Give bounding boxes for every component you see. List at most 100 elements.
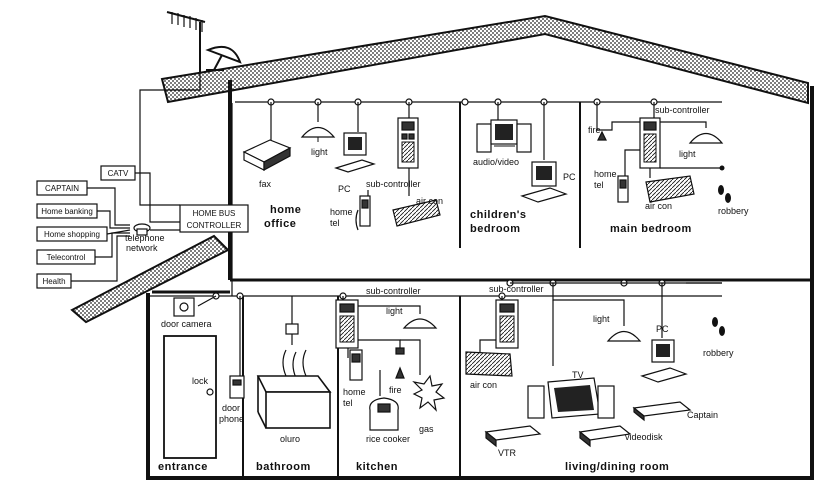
pc-label: PC	[338, 184, 351, 194]
telephone-network-label-1: telephone	[125, 233, 165, 243]
sub-controller-label: sub-controller	[366, 179, 421, 189]
svg-text:Telecontrol: Telecontrol	[47, 253, 86, 262]
external-wiring	[71, 172, 180, 282]
videodisk-label: videodisk	[625, 432, 663, 442]
home-tel-icon	[355, 190, 371, 231]
sub-controller-icon	[495, 296, 519, 349]
health-box: Health	[36, 273, 72, 289]
air-con-icon	[645, 168, 695, 203]
home-tel-icon	[347, 348, 363, 381]
light-icon	[552, 283, 642, 342]
entrance-label: entrance	[158, 461, 208, 473]
home-tel-icon	[617, 149, 640, 203]
eave	[70, 234, 230, 324]
air-con-label-3: air con	[470, 380, 497, 390]
kitchen-wiring	[358, 339, 421, 375]
house-walls	[146, 80, 814, 480]
svg-text:CONTROLLER: CONTROLLER	[187, 221, 242, 230]
pc-icon	[334, 102, 376, 173]
home-office-label-1: home	[270, 204, 301, 216]
air-con-icon	[465, 339, 513, 377]
lock-label: lock	[192, 376, 209, 386]
front-door	[163, 335, 217, 459]
light-icon	[660, 121, 724, 144]
vtr-label: VTR	[498, 448, 517, 458]
telephone-network-label-2: network	[126, 243, 158, 253]
rice-cooker-label: rice cooker	[366, 434, 410, 444]
kitchen-label: kitchen	[356, 461, 398, 473]
sub-controller-icon	[397, 102, 419, 169]
robbery-label: robbery	[718, 206, 749, 216]
bus-nodes	[212, 98, 666, 300]
light-icon	[300, 102, 336, 142]
door-phone-label-2: phone	[219, 414, 244, 424]
vtr-icon	[484, 425, 542, 448]
svg-text:Home shopping: Home shopping	[44, 230, 100, 239]
home-tel-label-1: home	[330, 207, 353, 217]
home-shopping-box: Home shopping	[36, 226, 108, 242]
videodisk-icon	[578, 425, 632, 448]
pc-icon	[640, 283, 688, 383]
childrens-bedroom-label-2: bedroom	[470, 223, 521, 235]
home-office-label-2: office	[264, 218, 296, 230]
captain-box: CAPTAIN	[36, 180, 88, 196]
sub-controller-label-4: sub-controller	[489, 284, 544, 294]
satellite-dish-icon	[205, 46, 242, 71]
svg-text:Health: Health	[42, 277, 65, 286]
svg-text:HOME BUS: HOME BUS	[193, 209, 236, 218]
sub-controller-label-3: sub-controller	[366, 286, 421, 296]
light-label: light	[311, 147, 328, 157]
svg-text:Home banking: Home banking	[41, 207, 93, 216]
furo-label: oluro	[280, 434, 300, 444]
air-con-icon	[392, 168, 441, 227]
living-dining-label: living/dining room	[565, 461, 669, 473]
bathtub-icon	[256, 349, 332, 429]
catv-box: CATV	[100, 165, 136, 181]
svg-text:CAPTAIN: CAPTAIN	[45, 184, 79, 193]
sub-controller-label-2: sub-controller	[655, 105, 710, 115]
air-con-label-2: air con	[645, 201, 672, 211]
robbery-sensor-icon	[660, 165, 731, 203]
gas-sensor-icon	[412, 374, 446, 412]
home-tel-label-k1: home	[343, 387, 366, 397]
door-camera-label: door camera	[161, 319, 212, 329]
light-label-3: light	[386, 306, 403, 316]
rice-cooker-icon	[369, 370, 399, 431]
gas-label: gas	[419, 424, 434, 434]
door-phone-icon	[229, 296, 245, 399]
sub-controller-icon	[335, 296, 359, 349]
bath-sensor-icon	[285, 296, 299, 345]
roof	[160, 14, 809, 105]
audio-video-icon	[476, 102, 532, 153]
svg-text:CATV: CATV	[108, 169, 129, 178]
home-tel-label-2: tel	[330, 218, 340, 228]
main-bedroom-label: main bedroom	[610, 223, 692, 235]
light-icon	[358, 305, 438, 329]
antenna-icon	[166, 11, 206, 72]
childrens-bedroom-label-1: children's	[470, 209, 527, 221]
fire-sensor-icon	[596, 102, 640, 141]
pc-label-2: PC	[563, 172, 576, 182]
captain-terminal-icon	[632, 401, 692, 422]
home-bus-controller: HOME BUS CONTROLLER	[179, 204, 249, 233]
bathroom-label: bathroom	[256, 461, 311, 473]
home-tel-label-b2: tel	[594, 180, 604, 190]
fire-label-2: fire	[389, 385, 402, 395]
light-label-2: light	[679, 149, 696, 159]
home-tel-label-k2: tel	[343, 398, 353, 408]
telephone-icon	[133, 223, 151, 236]
home-banking-box: Home banking	[36, 203, 98, 219]
pc-label-3: PC	[656, 324, 669, 334]
door-phone-label-1: door	[222, 403, 240, 413]
door-camera-icon	[173, 295, 217, 317]
fax-icon	[242, 102, 292, 172]
robbery-label-2: robbery	[703, 348, 734, 358]
home-tel-label-b1: home	[594, 169, 617, 179]
audio-video-label: audio/video	[473, 157, 519, 167]
pc-icon	[520, 102, 568, 203]
captain-label: Captain	[687, 410, 718, 420]
fire-sensor-icon	[395, 366, 405, 379]
telecontrol-box: Telecontrol	[36, 249, 96, 265]
